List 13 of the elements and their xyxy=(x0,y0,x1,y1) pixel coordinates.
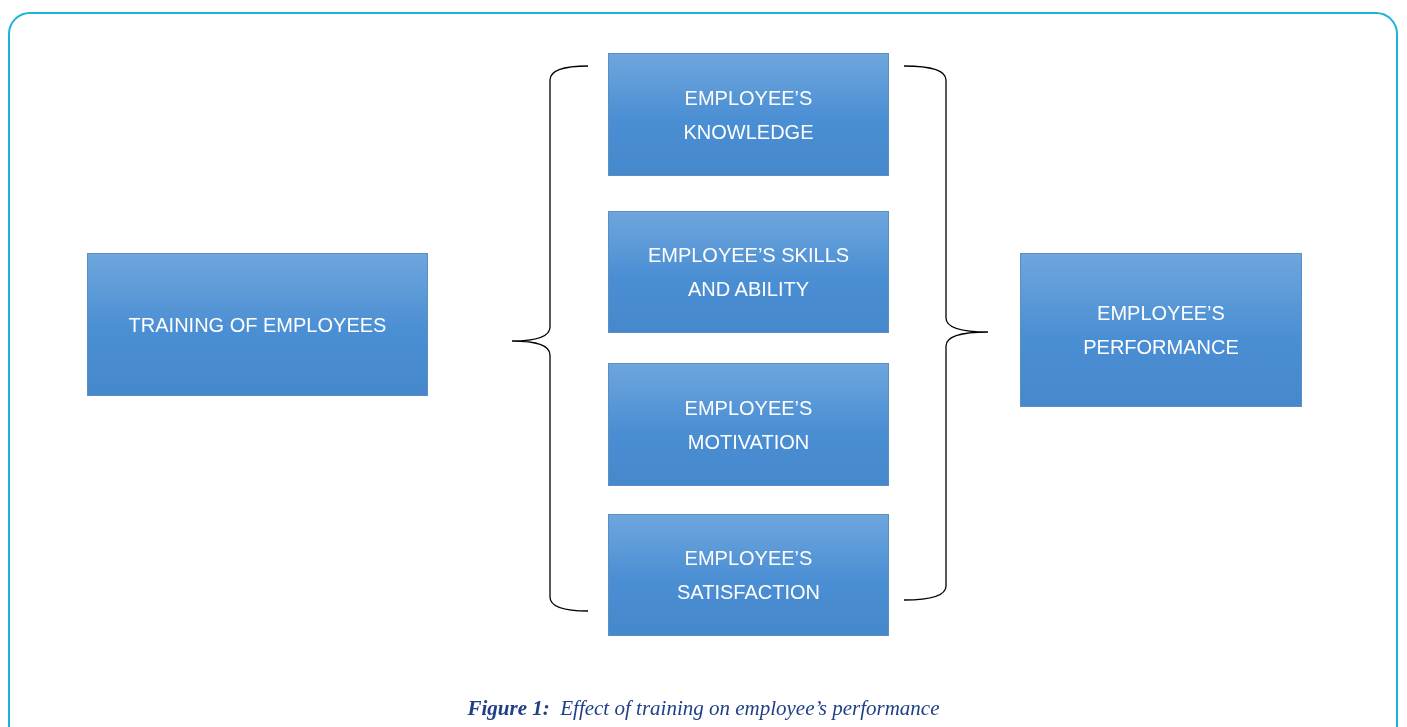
process-box xyxy=(1020,253,1302,407)
box-label: EMPLOYEE’S MOTIVATION xyxy=(683,395,814,455)
process-box xyxy=(608,211,889,333)
box-label: EMPLOYEE’S PERFORMANCE xyxy=(1082,301,1240,360)
process-box xyxy=(608,363,889,486)
box-label: TRAINING OF EMPLOYEES xyxy=(128,312,387,338)
process-box xyxy=(608,53,889,176)
process-box xyxy=(87,253,428,396)
box-label: EMPLOYEE’S SKILLS AND ABILITY xyxy=(646,243,851,302)
figure-caption: Figure 1: Effect of training on employee’s performance xyxy=(466,696,941,721)
process-box xyxy=(608,514,889,636)
box-label: EMPLOYEE’S KNOWLEDGE xyxy=(682,85,815,145)
box-label: EMPLOYEE’S SATISFACTION xyxy=(676,546,821,605)
